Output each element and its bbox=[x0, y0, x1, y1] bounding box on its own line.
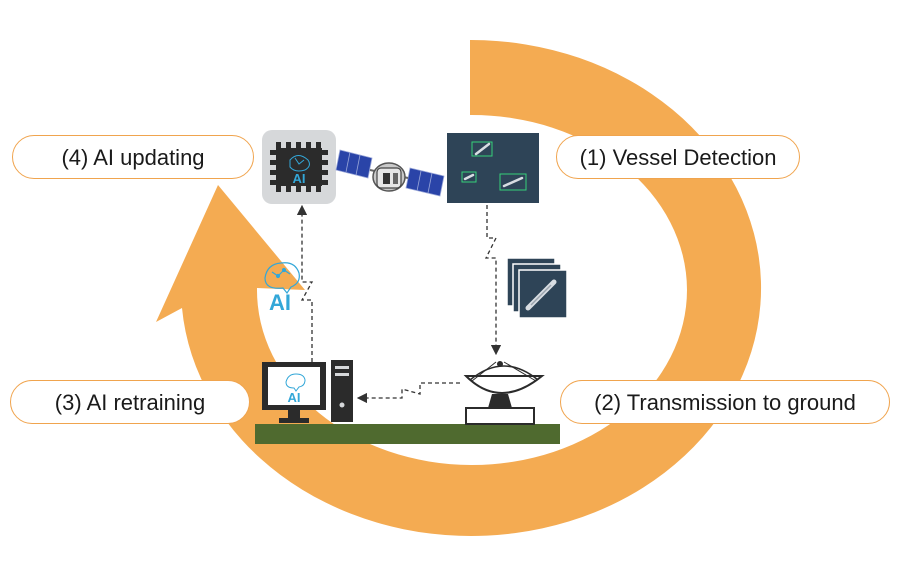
step-transmission-to-ground: (2) Transmission to ground bbox=[560, 380, 890, 424]
data-flow-lines bbox=[296, 204, 502, 404]
step-vessel-detection: (1) Vessel Detection bbox=[556, 135, 800, 179]
computer-icon bbox=[262, 360, 353, 423]
step-ai-updating: (4) AI updating bbox=[12, 135, 254, 179]
satellite-icon bbox=[335, 149, 445, 197]
ground-platform bbox=[255, 424, 560, 444]
chip-icon bbox=[262, 130, 336, 204]
cycle-arrow bbox=[156, 39, 762, 536]
floating-ai-label: AI bbox=[269, 290, 291, 315]
image-stack-icon bbox=[506, 257, 568, 319]
dish-antenna-icon bbox=[463, 361, 545, 425]
monitor-ai-label: AI bbox=[288, 390, 301, 405]
ai-brain-icon bbox=[264, 262, 300, 295]
chip-ai-label: AI bbox=[293, 171, 306, 186]
satellite-image-icon bbox=[447, 133, 539, 203]
step-ai-retraining: (3) AI retraining bbox=[10, 380, 250, 424]
